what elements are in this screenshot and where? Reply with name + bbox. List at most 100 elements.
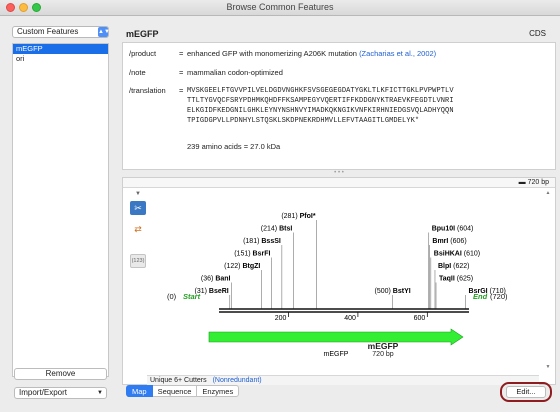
minimize-window-button[interactable]	[19, 3, 28, 12]
restriction-site-label[interactable]: (36) BanI	[201, 276, 231, 283]
sidebar: Custom Features ▲▼ mEGFP ori Remove Impo…	[0, 17, 118, 412]
site-enzyme: BmrI	[432, 238, 448, 245]
start-label: Start	[183, 292, 201, 301]
site-position: (151)	[234, 251, 252, 258]
edit-button-highlight: Edit...	[500, 382, 552, 402]
product-text: enhanced GFP with monomerizing A206K mut…	[187, 49, 357, 58]
restriction-sites: (31) BseRI (36) BanI (122) BtgZI (151) BsrF…	[195, 213, 506, 309]
cutters-mode-link[interactable]: (Nonredundant)	[212, 377, 262, 384]
map-toolstrip: ▼ ✂ ⇄ (123)	[127, 189, 149, 369]
site-enzyme: BssSI	[261, 238, 281, 245]
site-enzyme: BseRI	[209, 288, 229, 295]
translation-key: /translation	[129, 86, 166, 95]
feature-arrow-megfp[interactable]	[208, 328, 464, 346]
tab-enzymes[interactable]: Enzymes	[197, 385, 240, 397]
feature-set-select[interactable]: Custom Features ▲▼	[12, 26, 110, 38]
site-enzyme: PfoI*	[300, 213, 316, 220]
restriction-site-label[interactable]: (31) BseRI	[195, 288, 229, 295]
tab-sequence[interactable]: Sequence	[152, 385, 198, 397]
map-length-value: 720 bp	[527, 179, 549, 186]
site-position: (610)	[462, 251, 480, 258]
restriction-site-label[interactable]: (181) BssSI	[243, 238, 281, 245]
site-position: (500)	[375, 288, 393, 295]
edit-button[interactable]: Edit...	[506, 386, 546, 398]
feature-set-select-value: Custom Features	[17, 27, 79, 36]
scissors-icon[interactable]: ✂	[130, 201, 146, 215]
map-title-block: mEGFP 720 bp	[343, 341, 423, 380]
site-position: (214)	[261, 226, 279, 233]
chevron-down-icon: ▼	[97, 390, 103, 396]
remove-button[interactable]: Remove	[14, 368, 107, 380]
site-enzyme: BlpI	[438, 263, 451, 270]
restriction-site-label[interactable]: BlpI (622)	[438, 263, 470, 270]
restriction-site-label[interactable]: (281) PfoI*	[281, 213, 316, 220]
map-subtitle: 720 bp	[372, 351, 394, 358]
restriction-site-label[interactable]: (122) BtgZI	[224, 263, 260, 270]
chevron-updown-icon: ▲▼	[98, 27, 110, 37]
translation-line: TPIGDGPVLLPDNHYLSTQSKLSKDPNEKRDHMVLLEFVT…	[187, 117, 420, 125]
splitter-handle[interactable]: • • •	[334, 170, 344, 176]
sequence-map: (31) BseRI (36) BanI (122) BtgZI (151) BsrF…	[167, 213, 508, 358]
product-equals: =	[179, 49, 184, 58]
feature-name: mEGFP	[126, 29, 159, 39]
site-position: (36)	[201, 276, 215, 283]
translation-summary: 239 amino acids = 27.0 kDa	[187, 142, 281, 151]
note-key: /note	[129, 68, 146, 77]
translation-line: TTLTYGVQCFSRYPDHMKQHDFFKSAMPEGYVQERTIFFK…	[187, 97, 454, 105]
restriction-site-label[interactable]: (214) BtsI	[261, 226, 293, 233]
map-header-bar: ▬ 720 bp	[123, 178, 555, 188]
tab-map[interactable]: Map	[126, 385, 153, 397]
site-position: (606)	[448, 238, 466, 245]
translation-line: MVSKGEELFTGVVPILVELDGDVNGHKFSVSGEGEGDATY…	[187, 87, 454, 95]
restriction-site-label[interactable]: BmrI (606)	[432, 238, 466, 245]
note-value: mammalian codon-optimized	[187, 68, 283, 77]
cutters-bar: Unique 6+ Cutters (Nonredundant)	[147, 375, 539, 385]
site-enzyme: BtgZI	[242, 263, 260, 270]
site-position: (181)	[243, 238, 261, 245]
title-bar: Browse Common Features	[0, 0, 560, 16]
chevron-down-icon[interactable]: ▼	[135, 191, 141, 197]
enzyme-count-button[interactable]: (123)	[130, 254, 146, 268]
feature-list-item-ori[interactable]: ori	[16, 54, 25, 63]
import-export-button[interactable]: Import/Export ▼	[14, 387, 107, 399]
site-enzyme: TaqII	[439, 276, 455, 283]
swap-arrows-icon[interactable]: ⇄	[134, 224, 142, 234]
restriction-site-label[interactable]: Bpu10I (604)	[432, 226, 474, 233]
restriction-site-label[interactable]: (151) BsrFI	[234, 251, 270, 258]
scroll-down-icon[interactable]: ▼	[545, 364, 551, 370]
site-enzyme: BanI	[215, 276, 230, 283]
site-position: (281)	[281, 213, 299, 220]
end-position: (720)	[490, 292, 508, 301]
site-enzyme: Bpu10I	[432, 226, 455, 233]
feature-arrow-label: mEGFP	[324, 351, 349, 358]
site-enzyme: BsiHKAI	[434, 251, 462, 258]
zoom-window-button[interactable]	[32, 3, 41, 12]
restriction-site-label[interactable]: TaqII (625)	[439, 276, 473, 283]
product-value: enhanced GFP with monomerizing A206K mut…	[187, 49, 547, 58]
restriction-site-label[interactable]: BsrGI (710)	[469, 288, 506, 295]
ruler-tick-label: 200	[275, 315, 287, 322]
end-label: End	[473, 292, 488, 301]
site-position: (622)	[451, 263, 469, 270]
reference-link[interactable]: (Zacharias et al., 2002)	[359, 49, 437, 58]
ruler-icon: ▬	[518, 179, 528, 186]
note-equals: =	[179, 68, 184, 77]
translation-sequence: MVSKGEELFTGVVPILVELDGDVNGHKFSVSGEGEGDATY…	[187, 86, 547, 126]
scroll-up-icon[interactable]: ▲	[545, 190, 551, 196]
site-enzyme: BstYI	[393, 288, 411, 295]
translation-line: ELKGIDFKEDGNILGHKLEYNYNSHNVYIMADKQKNGIKV…	[187, 107, 454, 115]
map-title: mEGFP	[367, 341, 399, 351]
site-position: (31)	[195, 288, 209, 295]
site-position: (122)	[224, 263, 242, 270]
start-position: (0)	[167, 292, 177, 301]
close-window-button[interactable]	[6, 3, 15, 12]
restriction-site-label[interactable]: BsiHKAI (610)	[434, 251, 480, 258]
ruler-tick-label: 600	[414, 315, 426, 322]
feature-list: mEGFP ori	[12, 43, 109, 377]
site-position: (625)	[455, 276, 473, 283]
feature-list-item-megfp[interactable]: mEGFP	[13, 44, 108, 54]
view-tabs: Map Sequence Enzymes	[126, 385, 240, 397]
window-title: Browse Common Features	[226, 2, 334, 12]
restriction-site-label[interactable]: (500) BstYI	[375, 288, 411, 295]
